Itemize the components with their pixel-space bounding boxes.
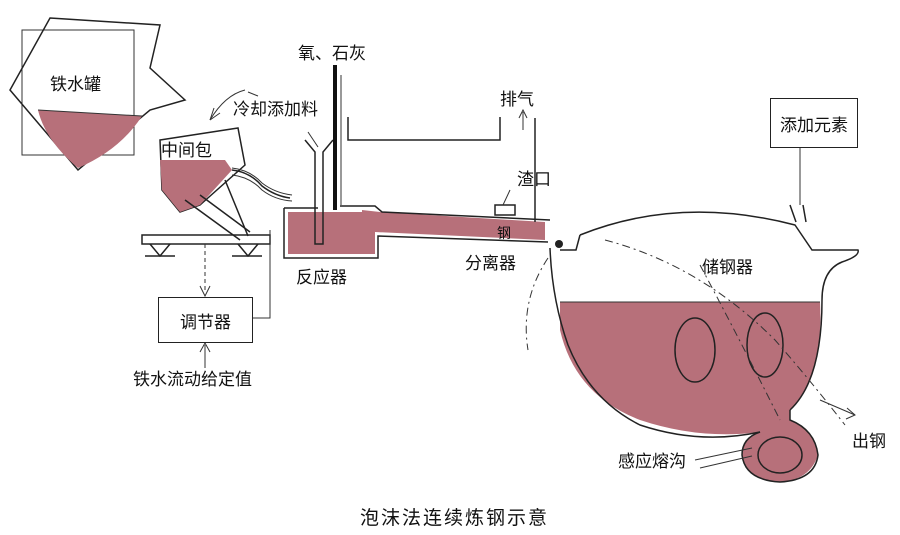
regulator-box: 调节器 xyxy=(158,297,253,343)
figure-caption: 泡沫法连续炼钢示意 xyxy=(360,507,550,529)
separator-label: 分离器 xyxy=(465,254,516,274)
flow-setpoint-label: 铁水流动给定值 xyxy=(133,370,252,390)
cooling-additive-funnel xyxy=(304,131,334,245)
iron-ladle-label: 铁水罐 xyxy=(50,75,101,95)
cooling-additive-label: 冷却添加料 xyxy=(233,100,318,120)
exhaust-hood xyxy=(347,108,536,222)
tap-steel-label: 出钢 xyxy=(852,432,886,452)
iron-ladle xyxy=(9,17,187,172)
slag-port-label: 渣口 xyxy=(517,170,551,190)
oxygen-lime-label: 氧、石灰 xyxy=(298,44,366,64)
induction-channel-label: 感应熔沟 xyxy=(618,452,686,472)
oxygen-lance xyxy=(333,65,342,210)
reactor-label: 反应器 xyxy=(296,268,347,288)
reactor-separator xyxy=(283,189,551,259)
steel-label: 钢 xyxy=(497,226,511,242)
exhaust-label: 排气 xyxy=(500,90,534,110)
storage-label: 储钢器 xyxy=(702,258,753,278)
storage-vessel xyxy=(549,148,859,483)
tundish xyxy=(159,127,293,213)
tundish-label: 中间包 xyxy=(161,141,212,161)
add-elements-box: 添加元素 xyxy=(770,98,858,148)
